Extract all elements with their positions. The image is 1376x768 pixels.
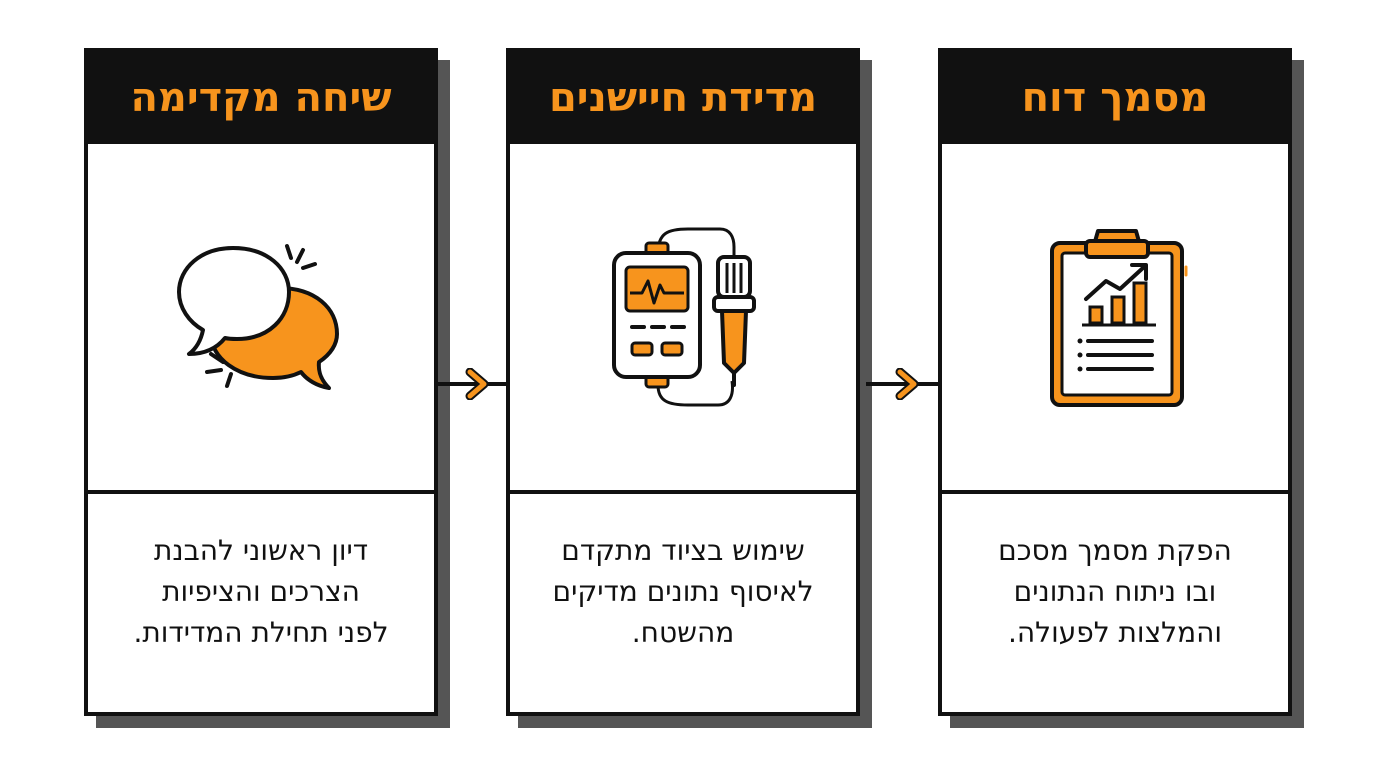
description-line: הפקת מסמך מסכם: [998, 534, 1232, 567]
description-line: הצרכים והציפיות: [162, 575, 360, 608]
card-divider: [942, 490, 1288, 494]
description-line: שימוש בציוד מתקדם: [561, 534, 805, 567]
step-card-preliminary-talk: שיחה מקדימה דיון ראשוני להבנת הצרכים והצ…: [84, 48, 438, 716]
flow-connector: [866, 368, 938, 400]
description-line: לאיסוף נתונים מדיקים: [552, 575, 814, 608]
card-icon-area: [510, 144, 856, 492]
clipboard-report-icon: [1050, 229, 1188, 407]
card-divider: [88, 490, 434, 494]
sensor-meter-icon: [612, 227, 756, 407]
speech-bubbles-icon: [177, 244, 339, 390]
card-icon-area: [88, 144, 434, 492]
card-title: שיחה מקדימה: [130, 75, 392, 121]
description-line: ובו ניתוח הנתונים: [1013, 575, 1217, 608]
chevron-right-icon: [465, 368, 489, 400]
description-line: מהשטח.: [631, 616, 735, 649]
flow-connector: [438, 368, 506, 400]
card-description: שימוש בציוד מתקדם לאיסוף נתונים מדיקים מ…: [520, 530, 846, 653]
card-description: דיון ראשוני להבנת הצרכים והציפיות לפני ת…: [98, 530, 424, 653]
card-header: מסמך דוח: [942, 52, 1288, 144]
description-line: לפני תחילת המדידות.: [133, 616, 389, 649]
step-card-report-document: מסמך דוח: [938, 48, 1292, 716]
card-title: מדידת חיישנים: [548, 75, 818, 121]
card-header: שיחה מקדימה: [88, 52, 434, 144]
description-line: דיון ראשוני להבנת: [153, 534, 369, 567]
card-icon-area: [942, 144, 1288, 492]
description-line: והמלצות לפעולה.: [1007, 616, 1223, 649]
card-title: מסמך דוח: [1021, 75, 1209, 121]
chevron-right-icon: [895, 368, 919, 400]
card-divider: [510, 490, 856, 494]
card-header: מדידת חיישנים: [510, 52, 856, 144]
card-description: הפקת מסמך מסכם ובו ניתוח הנתונים והמלצות…: [952, 530, 1278, 653]
step-card-sensor-measurement: מדידת חיישנים: [506, 48, 860, 716]
